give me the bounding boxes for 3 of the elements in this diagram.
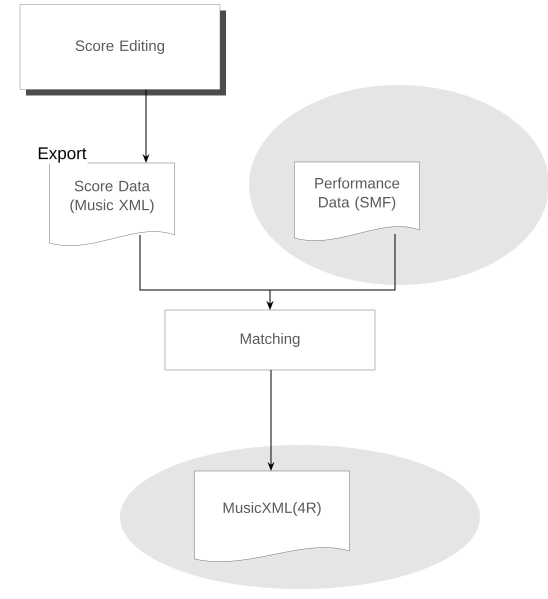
- process-box: Matching: [164, 310, 376, 370]
- edge-label: Export: [38, 147, 86, 163]
- process-box: Score Editing: [20, 4, 226, 96]
